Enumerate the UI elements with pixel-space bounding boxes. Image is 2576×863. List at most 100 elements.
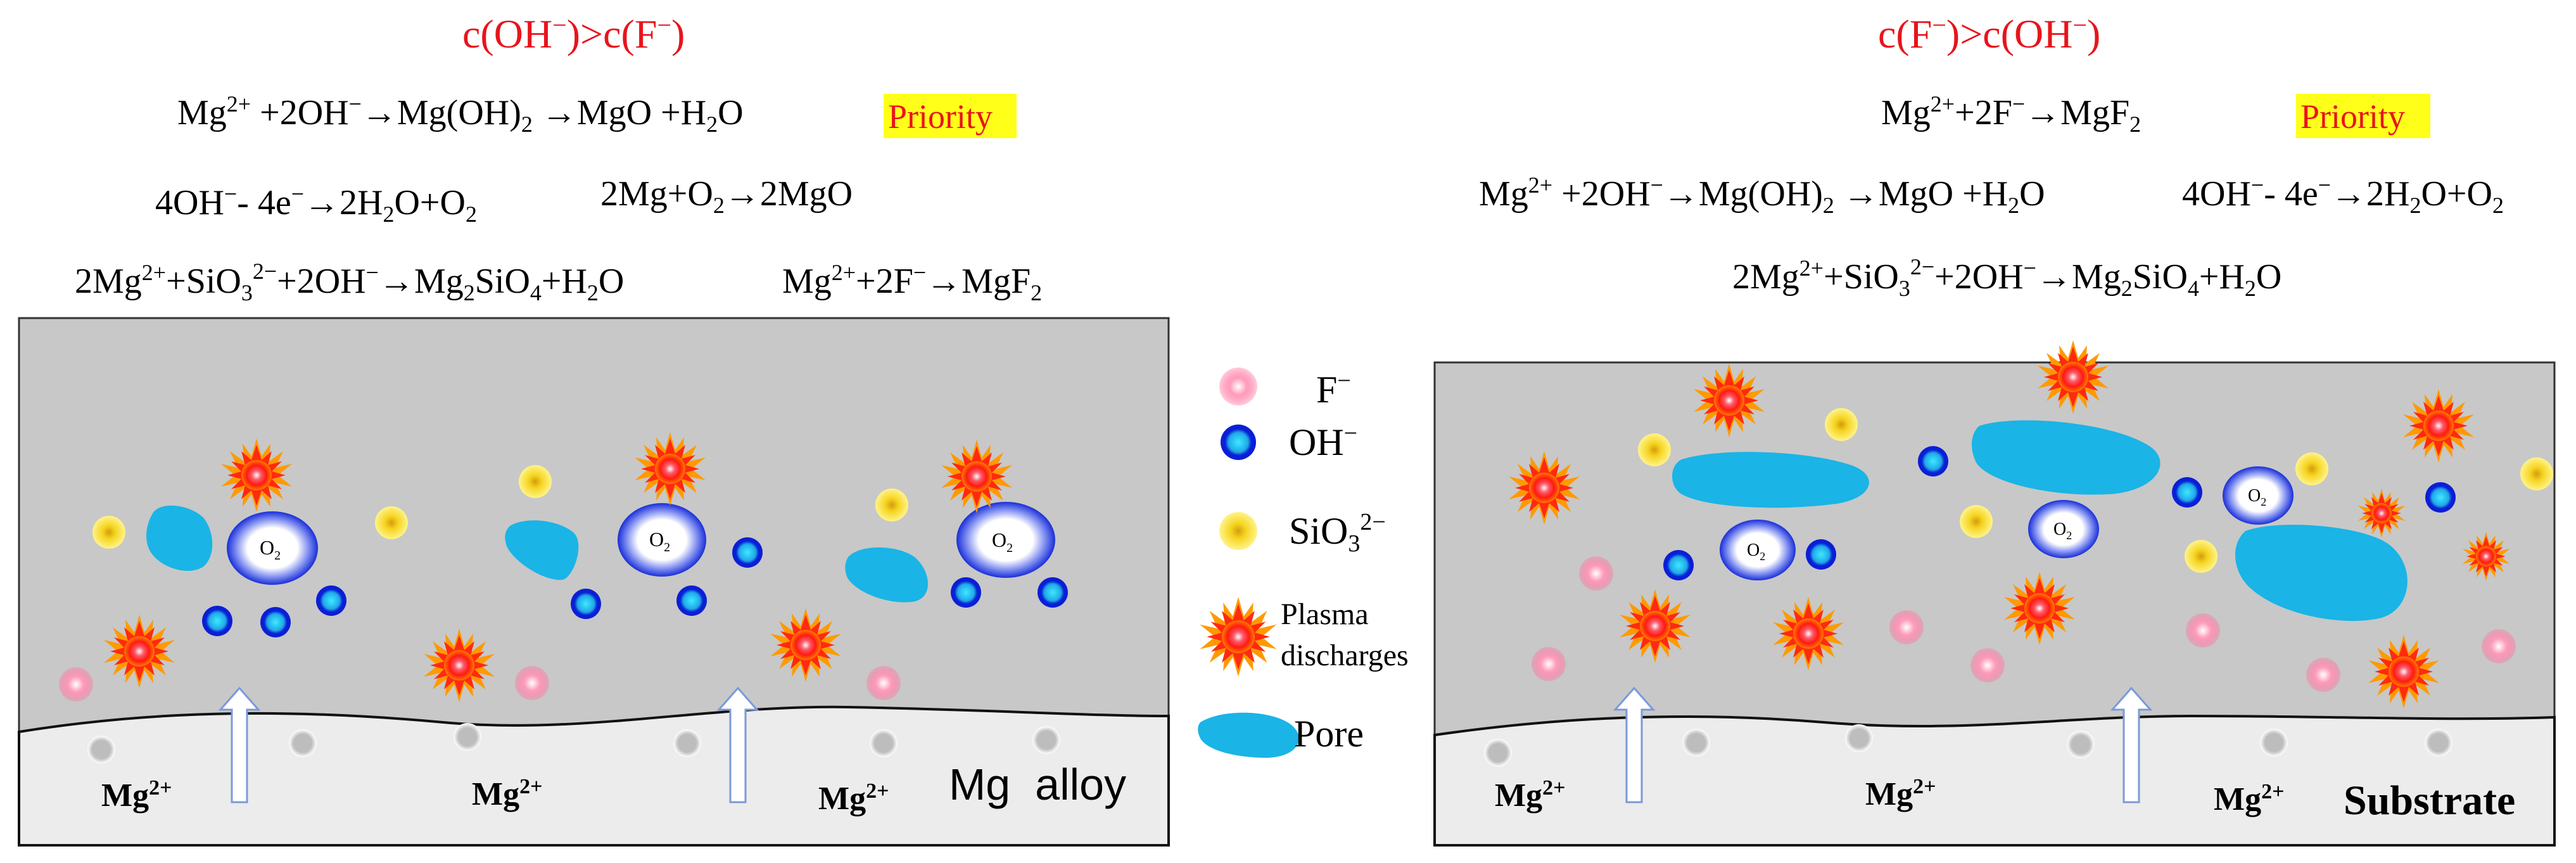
- left-equation-fluoride: Mg2++2F−→MgF2: [782, 260, 1042, 305]
- mg-particle: [87, 736, 115, 764]
- svg-text:Plasma: Plasma: [1281, 598, 1369, 631]
- right-equation-fluoride: Mg2++2F−→MgF2: [1881, 91, 2141, 137]
- left-equation-hydroxide: Mg2+ +2OH−→Mg(OH)2 →MgO +H2O: [177, 91, 744, 137]
- svg-text:discharges: discharges: [1281, 639, 1409, 672]
- pore: [146, 505, 213, 571]
- mg-particle: [2260, 729, 2288, 757]
- silicate-ion: [519, 465, 552, 498]
- o2-bubble: O2: [618, 503, 706, 577]
- silicate-ion: [875, 489, 908, 521]
- silicate-ion: [2185, 540, 2218, 573]
- left-equation-magnesia: 2Mg+O2→2MgO: [600, 174, 853, 218]
- hydroxide-ion: [1918, 446, 1948, 476]
- fluoride-ion: [1532, 647, 1566, 681]
- svg-text:O2: O2: [260, 536, 281, 563]
- left-mg-ion-label: Mg2+: [818, 779, 889, 817]
- silicate-ion: [2520, 457, 2553, 490]
- silicate-ion: [1638, 433, 1671, 466]
- silicate-ion: [92, 516, 125, 549]
- left-mg-ion-label: Mg2+: [101, 776, 172, 814]
- hydroxide-ion: [316, 585, 346, 616]
- left-panel: Mg2+ Mg2+ Mg2+ Mg alloy O2 O2 O2: [18, 317, 1170, 847]
- legend-item-silicate: SiO32−: [1219, 509, 1386, 557]
- fluoride-ion: [59, 667, 93, 701]
- legend: F− OH− SiO32− Plasma discharges Pore: [1198, 368, 1409, 758]
- pore: [845, 547, 928, 603]
- svg-text:SiO32−: SiO32−: [1289, 509, 1386, 557]
- right-equation-silicate: 2Mg2++SiO32−+2OH−→Mg2SiO4+H2O: [1732, 254, 2281, 301]
- svg-text:O2: O2: [1747, 540, 1765, 563]
- svg-text:O2: O2: [2053, 520, 2072, 542]
- plasma-icon: [1200, 597, 1277, 677]
- svg-text:O2: O2: [992, 528, 1013, 555]
- right-priority-label: Priority: [2300, 98, 2405, 136]
- fluoride-ion: [2186, 613, 2220, 648]
- pore: [1672, 452, 1869, 508]
- hydroxide-ion: [2425, 482, 2456, 513]
- legend-item-hydroxide: OH−: [1221, 420, 1357, 463]
- mg-particle: [673, 729, 701, 757]
- left-substrate-particles: [87, 723, 1060, 764]
- legend-item-pore: Pore: [1198, 712, 1364, 758]
- hydroxide-ion: [1806, 539, 1836, 570]
- fluoride-ion: [515, 666, 549, 700]
- right-mg-ion-label: Mg2+: [1865, 775, 1936, 812]
- hydroxide-ion: [1037, 577, 1068, 608]
- mg-particle: [454, 723, 481, 751]
- right-substrate-particles: [1484, 724, 2452, 767]
- o2-bubble: O2: [1720, 520, 1796, 580]
- pore: [2235, 525, 2408, 621]
- svg-text:F−: F−: [1316, 368, 1351, 411]
- left-mg-ion-label: Mg2+: [472, 775, 542, 812]
- o2-bubble: O2: [956, 502, 1055, 578]
- fluoride-ion: [1970, 648, 2005, 682]
- legend-item-plasma: Plasma discharges: [1200, 597, 1409, 677]
- hydroxide-ion: [732, 537, 763, 568]
- mg-particle: [1032, 726, 1060, 754]
- legend-item-fluoride: F−: [1219, 368, 1351, 411]
- hydroxide-ion: [260, 607, 291, 637]
- hydroxide-ion: [676, 585, 707, 616]
- fluoride-ion: [866, 666, 901, 700]
- svg-text:O2: O2: [2248, 486, 2266, 508]
- fluoride-ion: [1889, 610, 1924, 644]
- svg-text:Pore: Pore: [1294, 713, 1364, 755]
- hydroxide-ion: [951, 577, 981, 608]
- fluoride-ion: [2306, 658, 2340, 692]
- fluoride-ion: [1579, 556, 1613, 591]
- mg-particle: [2067, 731, 2095, 758]
- mg-particle: [1484, 739, 1512, 767]
- right-substrate-label: Substrate: [2344, 777, 2515, 824]
- silicate-ion: [2295, 452, 2328, 485]
- right-condition: c(F−)>c(OH−): [1878, 11, 2100, 56]
- right-panel: Mg2+ Mg2+ Mg2+ Substrate O2 O2 O2: [1433, 340, 2556, 847]
- hydroxide-ion: [1663, 550, 1694, 580]
- left-equation-silicate: 2Mg2++SiO32−+2OH−→Mg2SiO4+H2O: [75, 259, 624, 305]
- pore: [505, 520, 579, 580]
- silicate-ion: [375, 506, 408, 539]
- left-priority-highlight: [884, 94, 1017, 138]
- mg-particle: [1682, 729, 1710, 757]
- left-priority-label: Priority: [888, 98, 993, 136]
- hydroxide-ion: [202, 606, 232, 636]
- svg-text:O2: O2: [649, 528, 670, 554]
- right-equation-oxygen-evolution: 4OH−- 4e−→2H2O+O2: [2182, 172, 2504, 218]
- svg-text:OH−: OH−: [1289, 420, 1357, 463]
- right-priority-highlight: [2296, 94, 2430, 138]
- fluoride-ion: [2482, 629, 2516, 663]
- hydroxide-ion: [2172, 477, 2202, 508]
- o2-bubble: O2: [227, 511, 318, 585]
- o2-bubble: O2: [2028, 500, 2099, 558]
- mg-particle: [870, 729, 898, 757]
- mg-particle: [2425, 729, 2452, 757]
- pore: [1972, 420, 2160, 495]
- left-condition: c(OH−)>c(F−): [462, 11, 685, 56]
- mg-particle: [289, 729, 317, 757]
- mg-particle: [1845, 724, 1873, 752]
- silicate-ion: [1825, 408, 1858, 441]
- right-mg-ion-label: Mg2+: [2214, 780, 2284, 817]
- o2-bubble: O2: [2223, 466, 2294, 525]
- left-substrate-label: Mg alloy: [949, 760, 1126, 809]
- hydroxide-ion: [571, 589, 601, 619]
